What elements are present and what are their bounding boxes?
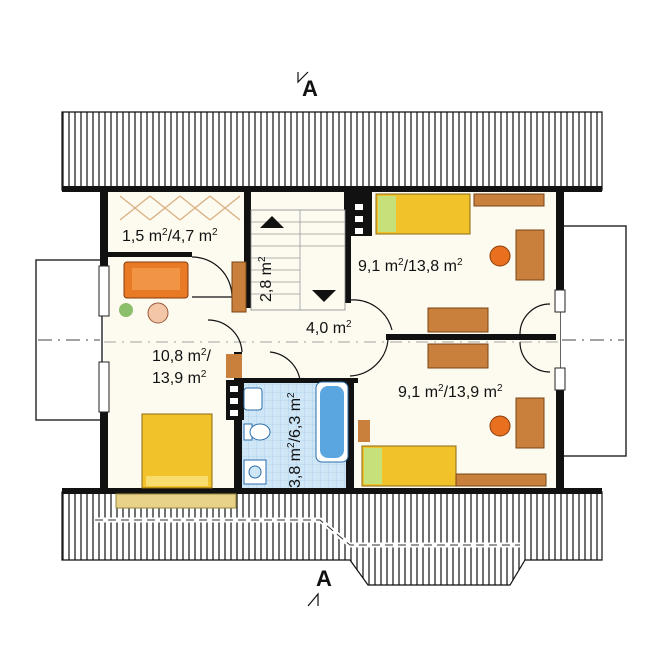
balcony-east <box>559 225 627 457</box>
wall-vents <box>230 204 363 416</box>
label-closet: 1,5 m2/4,7 m2 <box>122 227 218 245</box>
bed-southeast <box>361 445 457 487</box>
stair-up-arrow-icon <box>260 216 284 228</box>
chair-northeast-icon <box>489 245 511 267</box>
wardrobe-west <box>231 261 247 313</box>
windows <box>98 265 566 413</box>
label-bedroom-west-line1: 10,8 m2/ <box>152 347 211 365</box>
roof-top <box>61 111 603 191</box>
side-table <box>147 302 169 324</box>
bench <box>115 493 237 509</box>
bathtub <box>315 381 349 463</box>
double-bed-west <box>141 413 213 489</box>
desk-hall-2 <box>427 343 489 369</box>
bed-northeast <box>375 193 471 235</box>
interior-walls <box>108 188 556 492</box>
staircase <box>250 209 346 311</box>
label-stair: 2,8 m2 <box>257 256 275 302</box>
sink <box>243 387 263 411</box>
desk-southeast <box>515 397 545 449</box>
section-marker-bottom: A <box>307 566 332 607</box>
closet-rods <box>119 195 241 221</box>
label-bathroom: 3,8 m2/6,3 m2 <box>286 392 304 488</box>
section-letter-bottom: A <box>316 566 332 591</box>
section-letter-top: A <box>302 76 318 101</box>
desk-northeast <box>515 229 545 281</box>
plant-icon <box>119 303 133 317</box>
roof-bottom <box>61 491 603 586</box>
label-hall: 4,0 m2 <box>306 319 352 337</box>
stair-down-arrow-icon <box>312 290 336 302</box>
outer-walls <box>62 186 602 494</box>
shelf-northeast <box>473 193 545 207</box>
desk-hall <box>427 307 489 333</box>
chair-southeast-icon <box>489 415 511 437</box>
section-marker-top: A <box>297 71 318 101</box>
cabinet-southeast <box>358 420 370 442</box>
toilet <box>243 423 271 441</box>
label-bedroom-west-line2: 13,9 m2 <box>152 369 207 387</box>
label-bedroom-southeast: 9,1 m2/13,9 m2 <box>398 383 503 401</box>
sofa <box>123 261 189 299</box>
washing-machine <box>243 459 267 485</box>
nightstand <box>226 354 242 378</box>
shelf-southeast <box>455 473 547 487</box>
label-bedroom-northeast: 9,1 m2/13,8 m2 <box>358 257 463 275</box>
